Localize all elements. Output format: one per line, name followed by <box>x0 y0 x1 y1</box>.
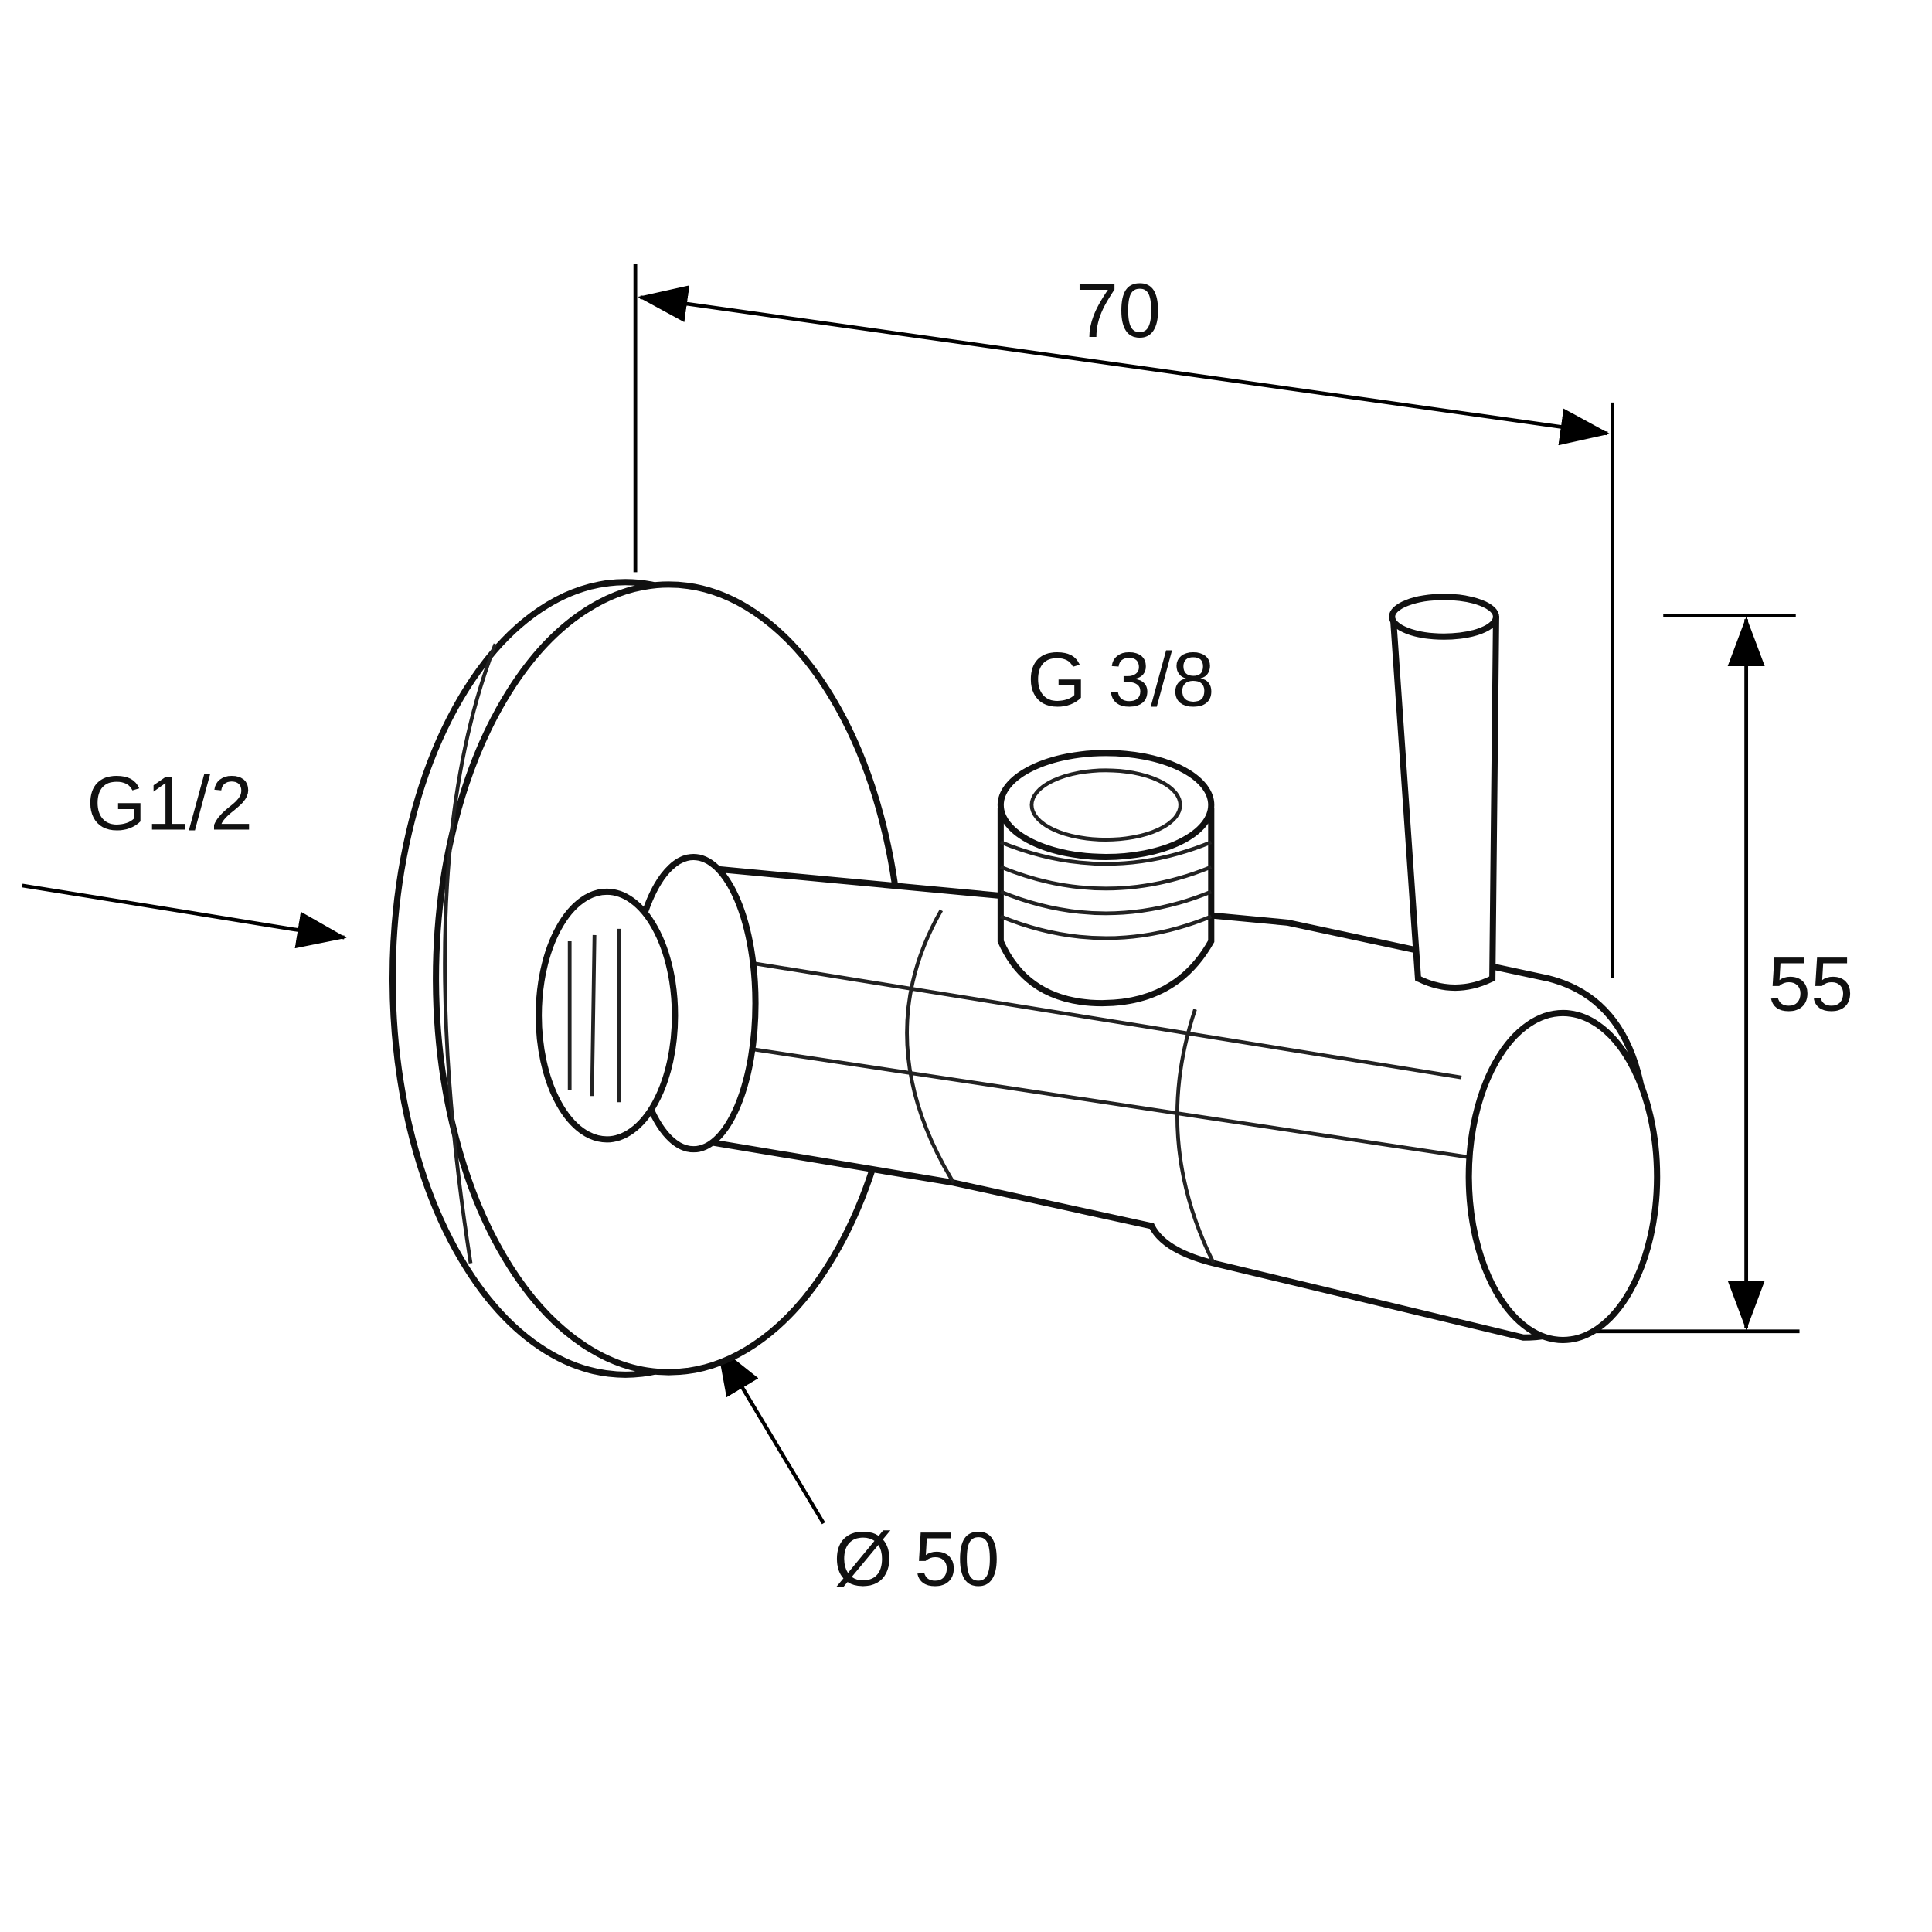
handle-top <box>1389 594 1499 640</box>
body-collar <box>905 909 1216 1264</box>
wall-nut <box>536 888 679 1143</box>
diameter-arrow <box>716 1345 825 1525</box>
body-highlight <box>693 951 1475 1160</box>
rosette-edge <box>443 643 498 1264</box>
height-dimension: 55 <box>1585 614 1854 1334</box>
end-cap <box>1465 1009 1661 1343</box>
height-label: 55 <box>1768 942 1854 1028</box>
thread-lines <box>999 840 1213 940</box>
diameter-label: Ø 50 <box>833 1516 999 1602</box>
inlet-annotation: G1/2 <box>22 761 347 949</box>
inlet-arrow <box>22 883 347 949</box>
diameter-annotation: Ø 50 <box>716 1345 1000 1602</box>
nut-ridges <box>567 928 621 1103</box>
valve-handle <box>1389 616 1499 991</box>
width-label: 70 <box>1076 268 1162 354</box>
inlet-thread-label: G1/2 <box>87 761 253 847</box>
outlet-inner <box>1029 768 1182 842</box>
width-arrow <box>638 285 1611 446</box>
outlet-thread-label: G 3/8 <box>1027 637 1215 723</box>
valve-illustration <box>389 579 1661 1378</box>
width-dimension: 70 <box>633 264 1614 979</box>
